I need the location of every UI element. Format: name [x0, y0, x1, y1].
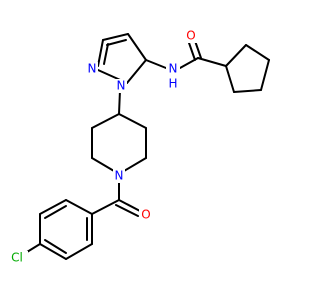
bond-pip-c2-n: [123, 157, 147, 172]
atom-benzoyl-o: O: [141, 208, 150, 222]
atom-amide-h: H: [168, 77, 177, 91]
bond-pip-c5-c4: [91, 113, 120, 129]
bond-cp-3-4: [260, 59, 270, 91]
bond-pyrazole-n2-c3: [97, 39, 104, 67]
bond-cp-4-5: [233, 89, 262, 93]
bond-ar-inner-a: [44, 205, 67, 219]
bond-pyrazole-c3-c4: [102, 33, 129, 41]
bond-n1-piperidine: [118, 89, 121, 115]
bond-ar-chlorine: [26, 243, 41, 253]
bond-pyrazole-c4-c5: [127, 33, 147, 61]
bond-benzoyl-c-o-second: [115, 204, 139, 217]
bond-cp-1-2: [225, 44, 247, 67]
atom-ring-n-upper: N: [88, 62, 97, 76]
bond-cp-5-1: [225, 65, 235, 93]
molecule-structure-diagram: N N N H O N O Cl: [6, 28, 270, 265]
atom-amide-n: N: [169, 62, 178, 76]
bond-pip-c4-c3: [118, 113, 147, 129]
bond-cp-2-3: [245, 44, 270, 61]
bond-benzoyl-c-o: [118, 199, 141, 212]
bond-carbonyl-o: [187, 39, 196, 61]
bond-ar-inner-b: [44, 239, 67, 254]
bond-pyrazole-c3-c4-inner: [106, 39, 127, 46]
bond-ar-4-5: [39, 243, 67, 260]
bond-pyrazole-c5-n1: [126, 59, 147, 84]
bond-ar-2-3: [39, 199, 67, 215]
bond-pyrazole-n2-c3-inner: [103, 43, 109, 65]
atom-piperidine-n: N: [115, 169, 124, 183]
atom-ring-n-lower: N: [117, 79, 126, 93]
atom-amide-o: O: [186, 29, 195, 43]
atom-label-layer: N N N H O N O Cl: [6, 29, 197, 265]
atom-chlorine: Cl: [11, 251, 23, 265]
bond-carbonyl-aryl: [91, 199, 120, 215]
bond-ar-5-6: [65, 243, 93, 260]
bond-layer: [26, 33, 270, 260]
bond-ar-1-2: [65, 199, 93, 215]
bond-pip-n-c6: [91, 157, 115, 172]
bond-c5-nh: [145, 59, 167, 69]
bond-carbonyl-cyclopentyl: [197, 57, 227, 67]
